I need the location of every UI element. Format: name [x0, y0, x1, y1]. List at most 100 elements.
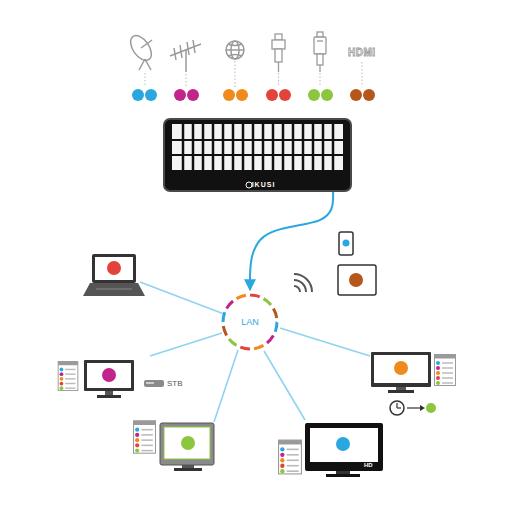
tv-icon	[182, 465, 194, 468]
ethernet-plug-icon	[319, 65, 320, 72]
dotted-drop-line	[145, 61, 362, 87]
dotted-drop-line	[362, 62, 363, 87]
laptop-icon	[83, 283, 145, 296]
hd-tv-icon	[305, 423, 383, 477]
device-vent-grid	[262, 124, 265, 170]
dotted-drop-line	[278, 73, 279, 87]
coax-connector-icon	[278, 62, 279, 72]
set-top-box	[146, 382, 154, 384]
node-text: LAN	[241, 317, 259, 327]
coax-connector-icon	[275, 34, 282, 40]
timer-clock	[420, 405, 425, 411]
ethernet-plug-icon	[314, 37, 326, 54]
channel-dot	[132, 89, 375, 101]
laptop-icon	[96, 289, 132, 290]
program-list	[435, 355, 456, 386]
lan-link-line	[214, 350, 238, 422]
device-vent-grid	[192, 124, 195, 170]
lan-link-line	[140, 282, 224, 314]
phone-icon	[341, 236, 351, 251]
stb-label: STB	[167, 379, 183, 388]
device-vent-grid	[322, 124, 325, 170]
laptop-icon	[95, 257, 133, 280]
wifi-symbol	[294, 274, 312, 292]
tv-icon	[181, 436, 195, 450]
timer-clock	[407, 407, 420, 408]
lan-circle: LAN	[220, 292, 280, 352]
monitor-icon	[374, 355, 428, 383]
globe-icon	[228, 44, 242, 46]
channel-dot	[174, 89, 186, 101]
channel-dot	[279, 89, 291, 101]
device-vent-grid	[252, 124, 255, 170]
device-vent-grid	[172, 124, 343, 170]
ring-dash	[223, 295, 277, 349]
ring-dash	[223, 295, 277, 349]
satellite-dish-icon	[126, 32, 155, 70]
channel-dot	[363, 89, 375, 101]
ring-dash	[223, 295, 277, 349]
tablet-icon	[338, 265, 376, 295]
monitor-icon	[388, 390, 414, 393]
channel-dot	[350, 89, 362, 101]
hd-tv-icon	[305, 423, 383, 471]
ethernet-plug-icon	[317, 32, 323, 37]
ethernet-plug-icon	[314, 32, 326, 72]
node-text: IKUSI	[252, 181, 276, 188]
hd-tv-icon	[336, 471, 350, 474]
program-list	[58, 361, 78, 390]
terrestrial-antenna-icon	[193, 40, 195, 53]
lan-link-line	[150, 333, 222, 356]
hdmi-label: HDMI	[348, 47, 376, 58]
channel-dot	[223, 89, 235, 101]
timer-clock	[390, 401, 404, 415]
terrestrial-antenna-icon	[170, 44, 201, 56]
ring-dash	[223, 295, 277, 349]
wifi-symbol	[294, 280, 306, 292]
timer-clock	[426, 403, 436, 413]
monitor-icon	[371, 352, 431, 387]
laptop-icon	[107, 261, 121, 275]
brand-logo-mark	[246, 182, 252, 188]
device-vent-grid	[312, 124, 315, 170]
ethernet-plug-icon	[317, 40, 323, 41]
hd-tv-icon	[326, 474, 360, 477]
hd-label: HD	[364, 462, 373, 468]
device-vent-grid	[332, 124, 335, 170]
monitor-icon	[84, 360, 134, 398]
wifi-symbol	[294, 286, 300, 292]
channel-dot	[236, 89, 248, 101]
dotted-drop-line	[320, 73, 321, 87]
monitor-icon	[371, 352, 431, 393]
tv-icon	[160, 423, 214, 471]
satellite-dish-icon	[126, 32, 155, 64]
terrestrial-antenna-icon	[170, 40, 201, 72]
device-vent-grid	[172, 154, 343, 156]
coax-connector-icon	[272, 34, 285, 72]
device-vent-grid	[272, 124, 275, 170]
lan-link-line	[140, 282, 370, 422]
globe-icon	[226, 49, 244, 51]
terrestrial-antenna-icon	[180, 45, 182, 58]
laptop-icon	[83, 254, 145, 296]
globe-icon	[226, 41, 244, 59]
globe-icon	[226, 41, 244, 59]
device-vent-grid	[302, 124, 305, 170]
device-vent-grid	[202, 124, 205, 170]
channel-dot	[266, 89, 278, 101]
lan-link-line	[280, 328, 370, 356]
device-vent-grid	[172, 124, 343, 170]
program-list	[134, 421, 156, 453]
ring-dash	[223, 295, 277, 349]
monitor-icon	[102, 368, 116, 382]
device-vent-grid	[222, 124, 225, 170]
terrestrial-antenna-icon	[187, 42, 189, 55]
globe-icon	[231, 41, 239, 59]
device-vent-grid	[172, 124, 343, 170]
channel-dot	[132, 89, 144, 101]
set-top-box	[144, 380, 164, 387]
signal-arrow	[250, 192, 333, 290]
